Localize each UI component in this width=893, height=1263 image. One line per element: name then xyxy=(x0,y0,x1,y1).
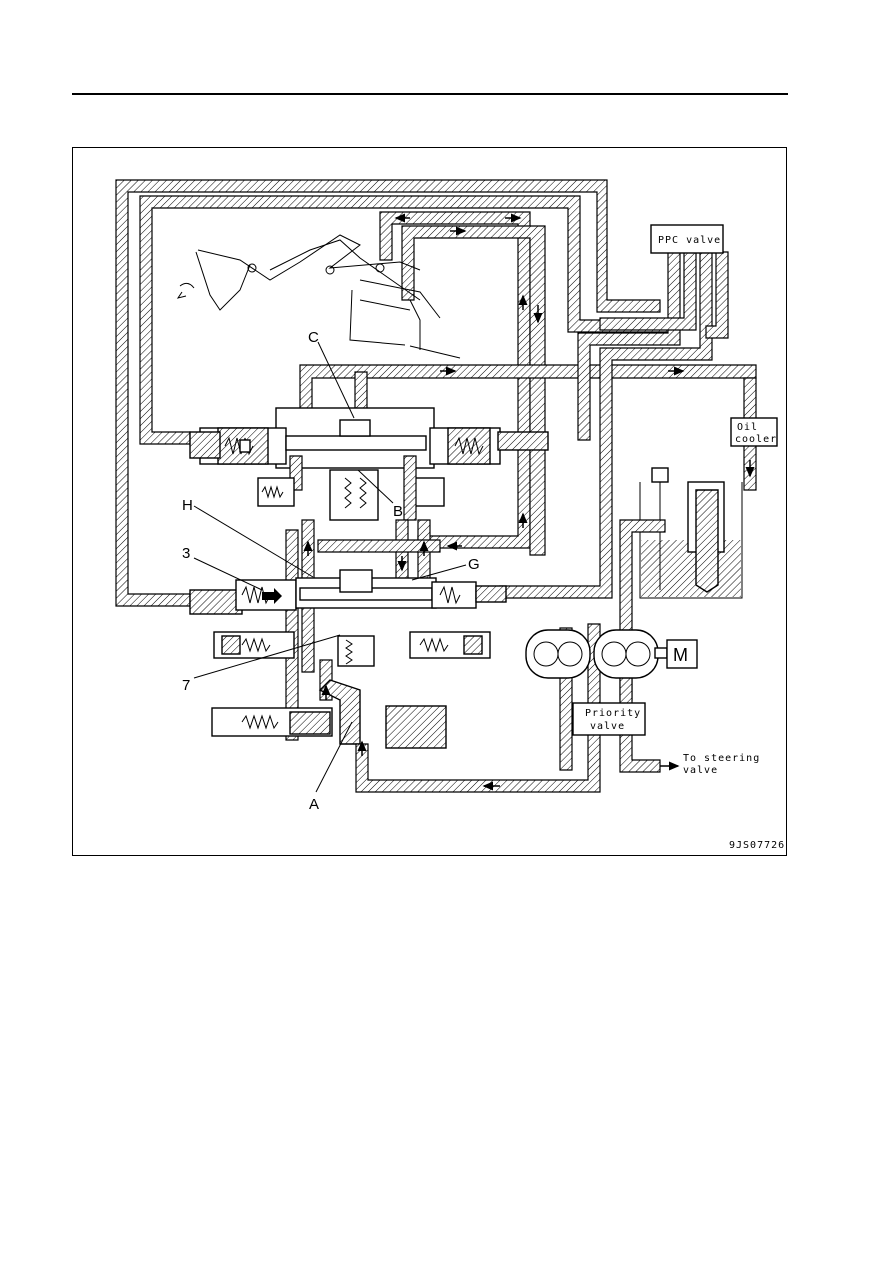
priority-valve-label-1: Priority xyxy=(585,708,641,719)
control-valve-upper xyxy=(189,407,549,521)
safety-relief-valves xyxy=(211,477,491,737)
gear-pumps xyxy=(525,629,668,679)
oil-cooler-label-2: cooler xyxy=(735,434,777,445)
callout-3: 3 xyxy=(182,545,190,562)
ppc-pilot-lines xyxy=(499,251,729,599)
callout-a: A xyxy=(309,796,319,813)
motor-label: M xyxy=(673,645,688,665)
excavator-arm-outline xyxy=(176,234,461,359)
ppc-valve: PPC valve xyxy=(650,224,724,254)
callout-7: 7 xyxy=(182,677,190,694)
oil-cooler: Oil cooler xyxy=(730,417,778,447)
oil-cooler-label-1: Oil xyxy=(737,422,758,433)
callout-h: H xyxy=(182,497,193,514)
to-steering-label-1: To steering xyxy=(683,753,760,764)
to-steering-annotation: To steering valve xyxy=(683,753,760,776)
callout-c: C xyxy=(308,329,319,346)
header-rule xyxy=(72,93,788,95)
callout-leaders xyxy=(193,341,467,793)
figure-code: 9JS07726 xyxy=(729,840,785,851)
flow-arrows xyxy=(262,213,755,791)
callout-g: G xyxy=(468,556,480,573)
to-steering-label-2: valve xyxy=(683,765,718,776)
priority-valve: Priority valve xyxy=(572,702,646,736)
control-valve-lower xyxy=(189,569,507,667)
motor: M xyxy=(666,639,698,669)
ppc-valve-label: PPC valve xyxy=(658,235,721,246)
priority-valve-label-2: valve xyxy=(590,721,625,732)
callout-b: B xyxy=(393,503,403,520)
boom-circuit-pipes xyxy=(299,211,757,556)
figure-frame xyxy=(72,147,787,856)
